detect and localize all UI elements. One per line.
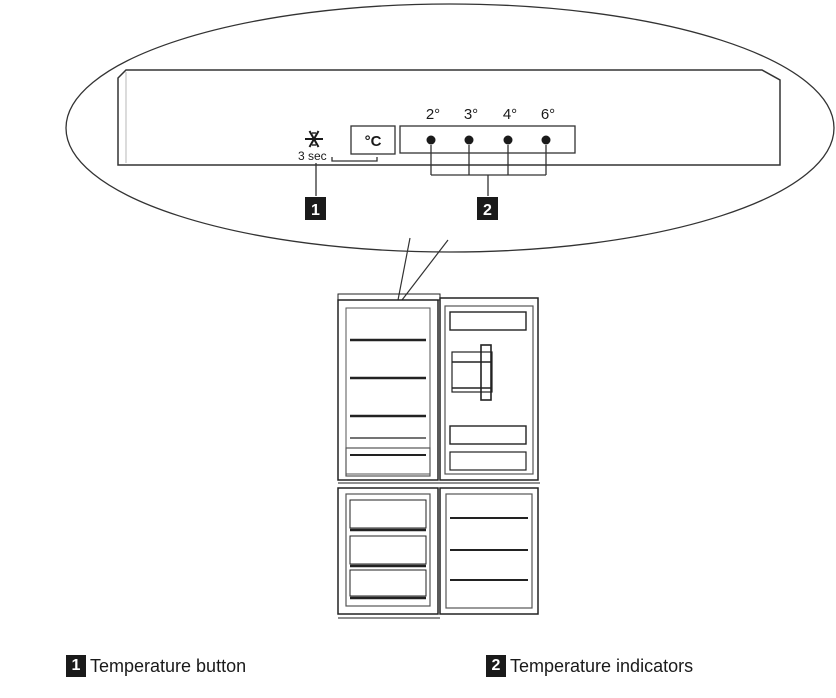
indicator-led <box>426 135 436 145</box>
svg-text:1: 1 <box>311 202 320 219</box>
legend-label-1: Temperature button <box>90 655 247 676</box>
zoom-line-right <box>401 239 449 301</box>
fridge-compartment <box>337 299 439 481</box>
svg-text:2: 2 <box>483 202 492 219</box>
legend-badge-1: 1 <box>66 655 86 677</box>
indicator-label: 2° <box>426 106 440 123</box>
temperature-button[interactable] <box>350 125 396 155</box>
fridge-door <box>439 297 539 481</box>
callout-1-leader <box>331 157 378 162</box>
callout-badge-2: 2 <box>477 197 498 220</box>
snowflake-icon <box>305 130 323 148</box>
hold-time-label: 3 sec <box>298 149 327 163</box>
callout-2-leader <box>430 145 547 196</box>
temperature-indicators: 2° 3° 4° 6° <box>426 106 555 145</box>
freezer-compartment <box>337 487 439 615</box>
zoom-ellipse <box>65 3 835 253</box>
indicator-label: 4° <box>503 106 517 123</box>
zoom-line-left <box>397 237 411 301</box>
legend-badge-2: 2 <box>486 655 506 677</box>
control-panel <box>117 69 781 166</box>
indicator-led <box>503 135 513 145</box>
callout-badge-1: 1 <box>305 197 326 220</box>
legend-item-2: 2 Temperature indicators <box>486 655 693 677</box>
indicator-label: 3° <box>464 106 478 123</box>
legend-label-2: Temperature indicators <box>510 655 694 676</box>
indicator-label: 6° <box>541 106 555 123</box>
freezer-door <box>439 487 539 615</box>
temperature-button-label: °C <box>365 133 382 150</box>
indicator-led <box>541 135 551 145</box>
fridge-illustration <box>337 293 540 619</box>
indicator-led <box>464 135 474 145</box>
legend-item-1: 1 Temperature button <box>66 655 246 677</box>
